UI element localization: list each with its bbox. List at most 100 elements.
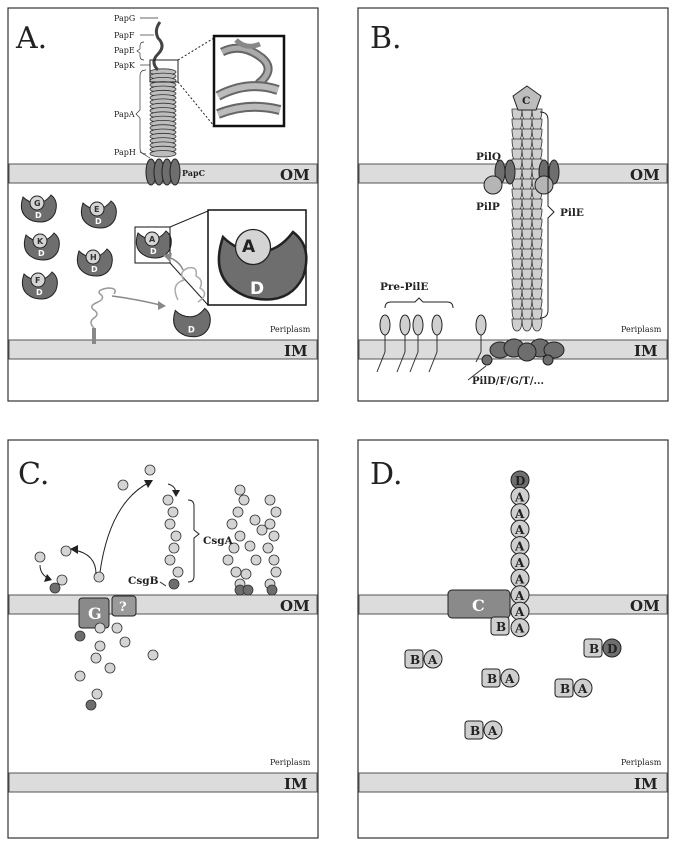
curli-subunit [230,566,242,578]
panel-b-frame [357,7,669,402]
pile-label: PilE [560,207,584,219]
papa-label: PapA [114,110,135,119]
panel-a-im-label: IM [284,342,308,360]
pilp-left [483,175,503,195]
paph-label: PapH [114,148,136,157]
csgb-label: CsgB [128,575,159,587]
panel-d-im-label: IM [634,775,658,793]
panel-d-inner-membrane [358,772,668,793]
zoom-box [149,59,179,83]
complex-h: H D [76,248,113,277]
curli-subunit [90,652,102,664]
stack-a-label: A [514,556,525,570]
panel-b-periplasm-label: Periplasm [621,325,662,334]
svg-text:B: B [487,672,497,686]
svg-text:A: A [577,682,588,696]
complex-k: K D [23,232,60,261]
svg-text:B: B [410,653,420,667]
csgg-box [78,597,110,629]
svg-text:D: D [95,217,102,226]
pile-fiber [511,108,543,332]
b-at-usher: B [490,616,510,636]
pape-label: PapE [114,46,135,55]
pilp-label: PilP [476,201,500,213]
curli-subunit [266,584,278,596]
usher-c-label: C [472,596,485,615]
papg-label: PapG [114,14,135,23]
stack-a-label: A [514,572,525,586]
curli-subunit [167,506,179,518]
pile-brace [539,111,555,319]
curli-subunit [34,551,46,563]
curli-subunit [144,464,156,476]
svg-text:B: B [589,642,599,656]
stack-a-label: A [514,490,525,504]
curli-subunit [104,662,116,674]
curli-subunit [234,530,246,542]
curli-subunit [56,574,68,586]
panel-a-letter: A. [15,21,47,56]
stack-a-label: A [514,589,525,603]
svg-text:B: B [560,682,570,696]
pile-subunit [521,318,533,332]
curli-subunit [49,582,61,594]
complex-ba-1: B A [404,649,443,669]
papc-label: PapC [182,168,205,178]
complex-ba-4: B A [464,720,503,740]
panel-b-im-label: IM [634,342,658,360]
free-chaperone: D [173,307,211,338]
curli-subunit [147,649,159,661]
panel-b: B. OM IM Periplasm C PilQ PilP PilE Pre-… [357,7,669,402]
svg-text:F: F [35,276,40,285]
curli-subunit [94,640,106,652]
svg-text:B: B [470,724,480,738]
panel-c-inner-membrane [8,772,318,793]
curli-subunit [85,699,97,711]
curli-subunit [249,514,261,526]
panel-d-letter: D. [370,457,403,492]
arrow-c3 [99,481,151,573]
curli-subunit [162,494,174,506]
svg-text:D: D [91,265,98,274]
panel-a-periplasm-label: Periplasm [270,325,311,334]
rod-coil [149,150,177,158]
svg-text:D: D [150,247,157,256]
complex-g: G D [20,194,57,223]
stack-a-label: A [514,540,525,554]
curli-subunit [164,554,176,566]
panel-c: C. OM IM Periplasm G ? CsgA CsgB [7,439,319,839]
curli-subunit [250,554,262,566]
curli-subunit [168,542,180,554]
panel-b-letter: B. [370,21,402,56]
pilp-right [534,175,554,195]
curli-subunit [111,622,123,634]
panel-a-om-label: OM [280,166,310,184]
curli-subunit [226,518,238,530]
complex-ba-2: B A [481,668,520,688]
panel-d-frame [357,439,669,839]
svg-text:A: A [504,672,515,686]
curli-subunit [119,636,131,648]
curli-subunit [234,484,246,496]
curli-subunit [170,530,182,542]
papc-usher [145,158,181,186]
usher-c-box [447,589,511,619]
curli-subunit [270,506,282,518]
curli-subunit [93,571,105,583]
csgg-label: G [88,604,102,623]
curli-subunit [74,630,86,642]
inset-subunit-letter: A [242,237,256,257]
curli-subunit [232,506,244,518]
stack-a-label: A [514,507,525,521]
curli-subunit [94,622,106,634]
panel-b-om-label: OM [630,166,660,184]
panel-a: A. OM IM Periplasm PapC PapG PapF PapE P… [7,7,319,402]
prepilin-group [376,314,487,373]
svg-text:A: A [149,235,156,244]
inset-chaperone-letter: D [250,279,264,299]
curli-subunit [264,518,276,530]
curli-subunit [168,578,180,590]
